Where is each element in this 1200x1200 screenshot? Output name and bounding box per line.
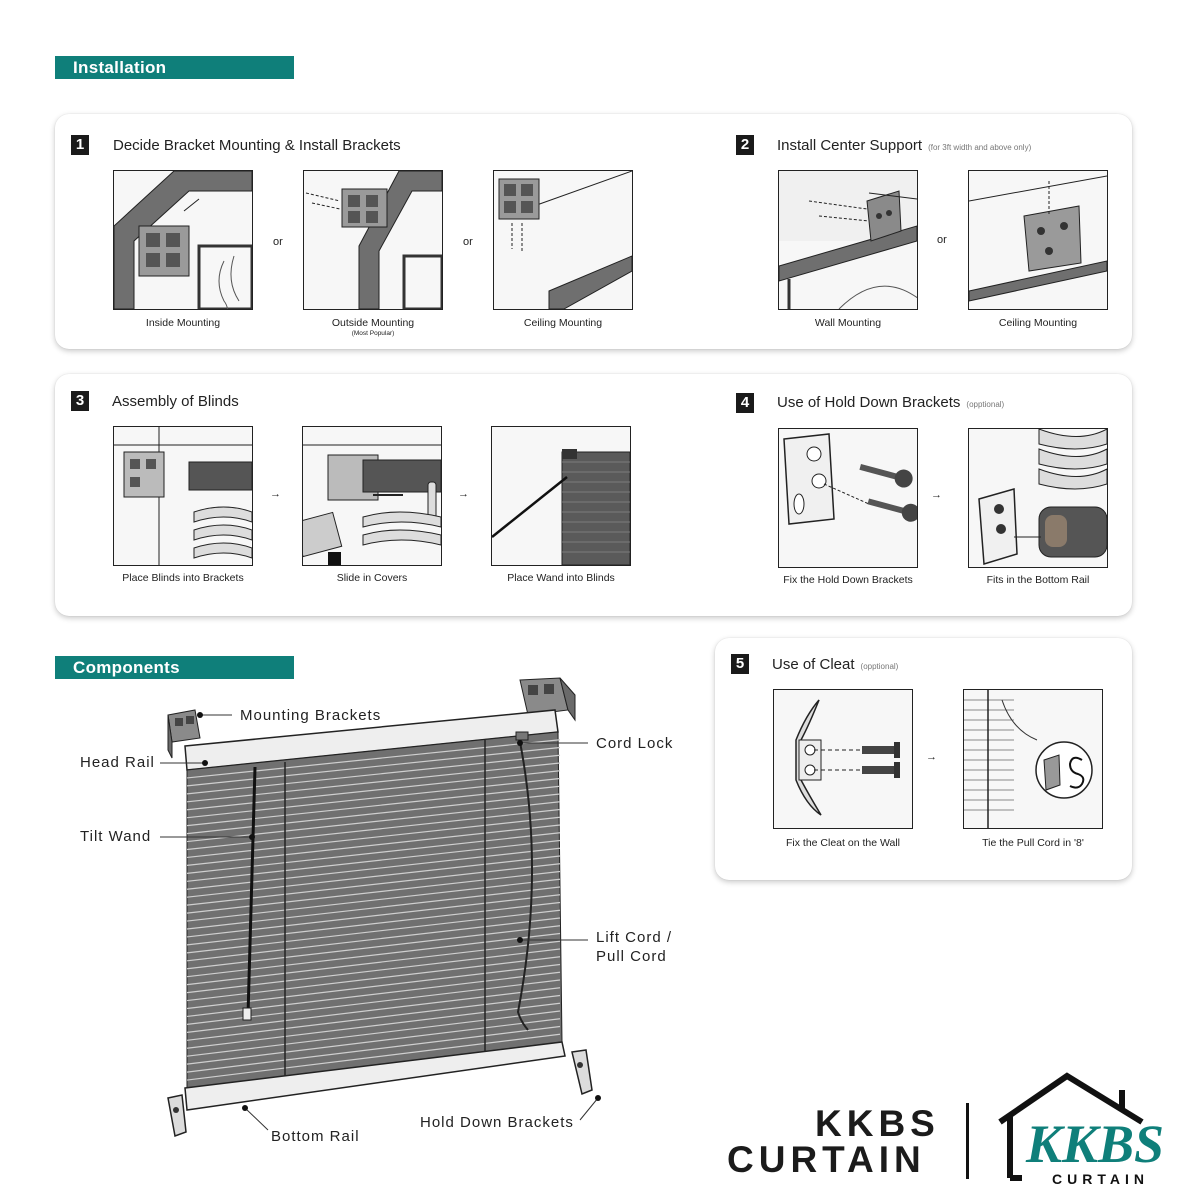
label-cord-lock: Cord Lock [596, 735, 674, 752]
slat [186, 824, 561, 866]
slat [186, 855, 561, 898]
tie-pull-cord-illustration [963, 689, 1103, 829]
place-blinds-caption: Place Blinds into Brackets [122, 572, 244, 584]
fix-hold-down-illustration [778, 428, 918, 568]
step-4-number: 4 [736, 393, 754, 413]
arrow-connector: → [458, 488, 469, 500]
step-4-title: Use of Hold Down Brackets (opptional) [777, 394, 1004, 411]
center-support-ceiling-illustration [968, 170, 1108, 310]
label-mounting-brackets: Mounting Brackets [240, 707, 382, 724]
slide-covers-illustration [302, 426, 442, 566]
slat [186, 739, 561, 779]
slat [186, 1018, 561, 1065]
step-4-title-text: Use of Hold Down Brackets [777, 394, 961, 411]
center-support-wall-illustration [778, 170, 918, 310]
arrow-connector: → [926, 751, 937, 763]
fits-bottom-rail-illustration [968, 428, 1108, 568]
slat [186, 987, 561, 1033]
slat [186, 762, 561, 803]
left-mounting-bracket-graphic [167, 709, 201, 759]
or-connector: or [937, 234, 947, 246]
slat [186, 1025, 561, 1073]
brand-emblem-curtain: CURTAIN [1052, 1171, 1149, 1187]
fix-cleat-illustration [773, 689, 913, 829]
step-4-note: (opptional) [966, 400, 1005, 409]
or-connector: or [463, 236, 473, 248]
slat [186, 808, 561, 851]
slat [186, 746, 561, 787]
ceiling-mounting-caption: Ceiling Mounting [523, 317, 603, 329]
step-5-note: (opptional) [860, 662, 899, 671]
place-wand-caption: Place Wand into Blinds [507, 572, 615, 584]
brand-divider [966, 1103, 969, 1179]
inside-mounting-illustration [113, 170, 253, 310]
ceiling-mounting-caption-2: Ceiling Mounting [998, 317, 1078, 329]
step-1-title: Decide Bracket Mounting & Install Bracke… [113, 137, 401, 154]
slat [186, 770, 561, 811]
slat [186, 1010, 561, 1057]
lift-cord-graphic [516, 741, 534, 1031]
slide-covers-caption: Slide in Covers [336, 572, 408, 584]
step-3-number: 3 [71, 391, 89, 411]
label-bottom-rail: Bottom Rail [271, 1128, 360, 1145]
slat [186, 870, 561, 914]
or-connector: or [273, 236, 283, 248]
inside-mounting-caption: Inside Mounting [145, 317, 221, 329]
fix-cleat-caption: Fix the Cleat on the Wall [786, 837, 900, 849]
label-lift-cord: Lift Cord / [596, 929, 673, 946]
right-mounting-bracket-graphic [519, 677, 576, 722]
step-2-note: (for 3ft width and above only) [928, 143, 1032, 152]
slat [186, 816, 561, 859]
label-head-rail: Head Rail [80, 754, 155, 771]
fix-hold-down-caption: Fix the Hold Down Brackets [783, 574, 913, 586]
arrow-connector: → [270, 488, 281, 500]
step-5-title-text: Use of Cleat [772, 656, 855, 673]
slat [186, 801, 561, 843]
step-2-number: 2 [736, 135, 754, 155]
step-3-title: Assembly of Blinds [112, 393, 239, 410]
step-1-number: 1 [71, 135, 89, 155]
label-tilt-wand: Tilt Wand [80, 828, 152, 845]
slat [186, 1002, 561, 1049]
bottom-rail-graphic [184, 1041, 566, 1111]
step-2-title: Install Center Support (for 3ft width and… [777, 137, 1031, 154]
most-popular-note: (Most Popular) [351, 330, 395, 337]
slat [186, 754, 561, 795]
installation-section-tag: Installation [55, 56, 294, 79]
label-hold-down-brackets: Hold Down Brackets [420, 1114, 574, 1131]
brand-name-line-2: CURTAIN [727, 1139, 926, 1180]
step-5-title: Use of Cleat (opptional) [772, 656, 898, 673]
components-section-tag: Components [55, 656, 294, 679]
brand-emblem-logo: KKBS CURTAIN [998, 1072, 1164, 1187]
ceiling-mounting-illustration [493, 170, 633, 310]
slats-body [186, 731, 563, 1089]
outside-mounting-caption: Outside Mounting [331, 317, 415, 329]
arrow-connector: → [931, 489, 942, 501]
venetian-blind-diagram [160, 677, 601, 1138]
slat [186, 994, 561, 1041]
brand-name-line-1: KKBS [815, 1103, 940, 1144]
brand-emblem-kkbs: KKBS [1025, 1114, 1164, 1174]
step-5-number: 5 [731, 654, 749, 674]
tilt-wand-graphic [246, 766, 257, 1016]
place-wand-illustration [491, 426, 631, 566]
fits-bottom-rail-caption: Fits in the Bottom Rail [986, 574, 1090, 586]
slat [186, 863, 561, 906]
label-pull-cord: Pull Cord [596, 948, 667, 965]
wall-mounting-caption: Wall Mounting [814, 317, 882, 329]
step-2-title-text: Install Center Support [777, 137, 923, 154]
slat [186, 785, 561, 827]
outside-mounting-illustration [303, 170, 443, 310]
tie-pull-cord-caption: Tie the Pull Cord in '8' [982, 837, 1084, 849]
slat [186, 839, 561, 882]
slat [186, 793, 561, 835]
place-blinds-illustration [113, 426, 253, 566]
slat [186, 847, 561, 890]
slat [186, 1033, 561, 1081]
slat [186, 832, 561, 874]
slat [186, 777, 561, 819]
slat [186, 878, 561, 922]
